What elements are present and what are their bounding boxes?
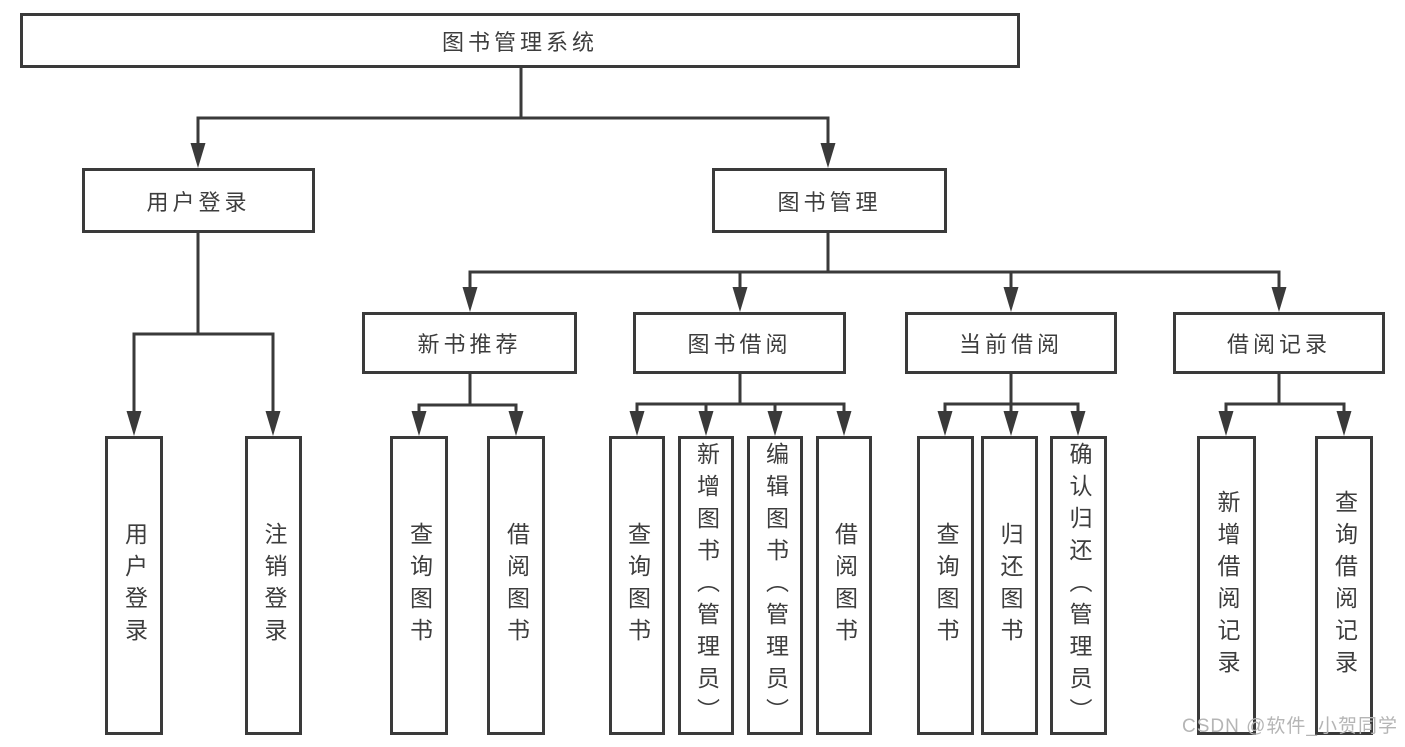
node-leaf-return-books: 归还图书 <box>981 436 1038 735</box>
node-leaf-query-books-2: 查询图书 <box>609 436 665 735</box>
node-leaf-query-borrow-record: 查询借阅记录 <box>1315 436 1373 735</box>
node-leaf-add-borrow-record: 新增借阅记录 <box>1197 436 1256 735</box>
node-leaf-edit-books-admin: 编辑图书（管理员） <box>747 436 803 735</box>
node-leaf-logout: 注销登录 <box>245 436 302 735</box>
node-root: 图书管理系统 <box>20 13 1020 68</box>
node-leaf-borrow-books-2: 借阅图书 <box>816 436 872 735</box>
node-leaf-query-books-1: 查询图书 <box>390 436 448 735</box>
node-new-book-recommend: 新书推荐 <box>362 312 577 374</box>
node-leaf-confirm-return-admin: 确认归还（管理员） <box>1050 436 1107 735</box>
watermark: CSDN @软件_小贺同学 <box>1182 716 1398 737</box>
node-leaf-add-books-admin: 新增图书（管理员） <box>678 436 734 735</box>
node-book-management: 图书管理 <box>712 168 947 233</box>
node-current-borrowing: 当前借阅 <box>905 312 1117 374</box>
node-leaf-borrow-books-1: 借阅图书 <box>487 436 545 735</box>
arrowhead-icons <box>126 143 1352 436</box>
node-book-borrowing: 图书借阅 <box>633 312 846 374</box>
node-borrowing-records: 借阅记录 <box>1173 312 1385 374</box>
node-user-login: 用户登录 <box>82 168 315 233</box>
node-leaf-user-login: 用户登录 <box>105 436 163 735</box>
node-leaf-query-books-3: 查询图书 <box>917 436 974 735</box>
